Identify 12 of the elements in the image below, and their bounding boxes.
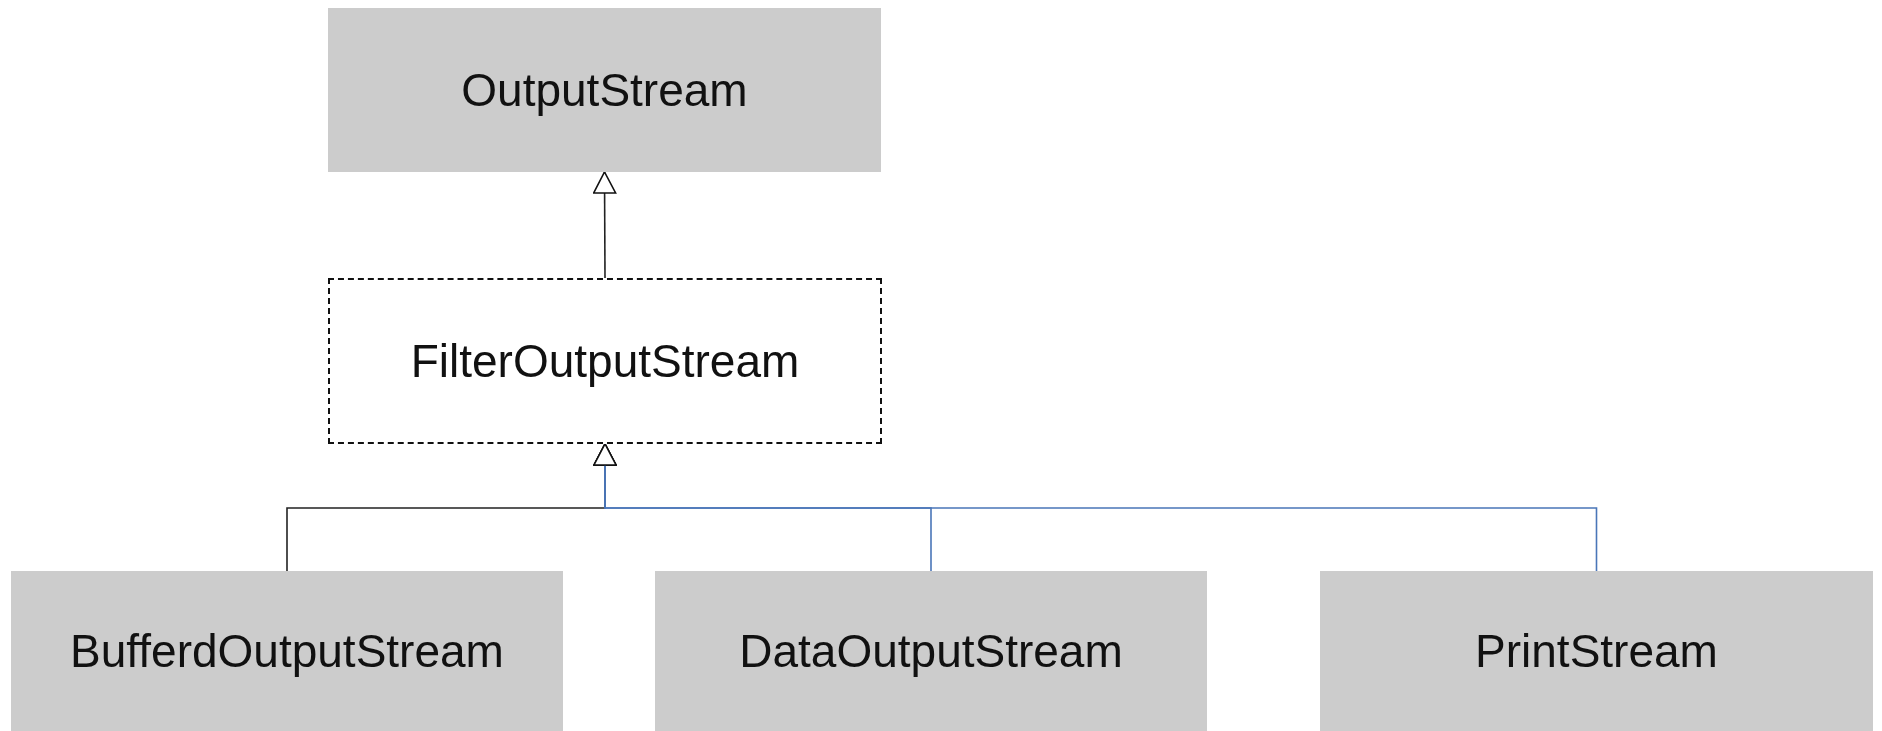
class-name: DataOutputStream xyxy=(739,624,1123,678)
inheritance-arrow xyxy=(593,443,1598,572)
class-box xyxy=(655,571,1207,731)
class-name: FilterOutputStream xyxy=(410,334,800,388)
inheritance-arrow xyxy=(592,171,617,279)
class-name: PrintStream xyxy=(1475,624,1718,678)
class-name: OutputStream xyxy=(461,63,748,117)
class-name: BufferdOutputStream xyxy=(70,624,504,678)
class-box xyxy=(11,571,563,731)
class-box xyxy=(1320,571,1873,731)
class-box xyxy=(328,8,881,172)
abstract-class-box xyxy=(328,278,882,444)
